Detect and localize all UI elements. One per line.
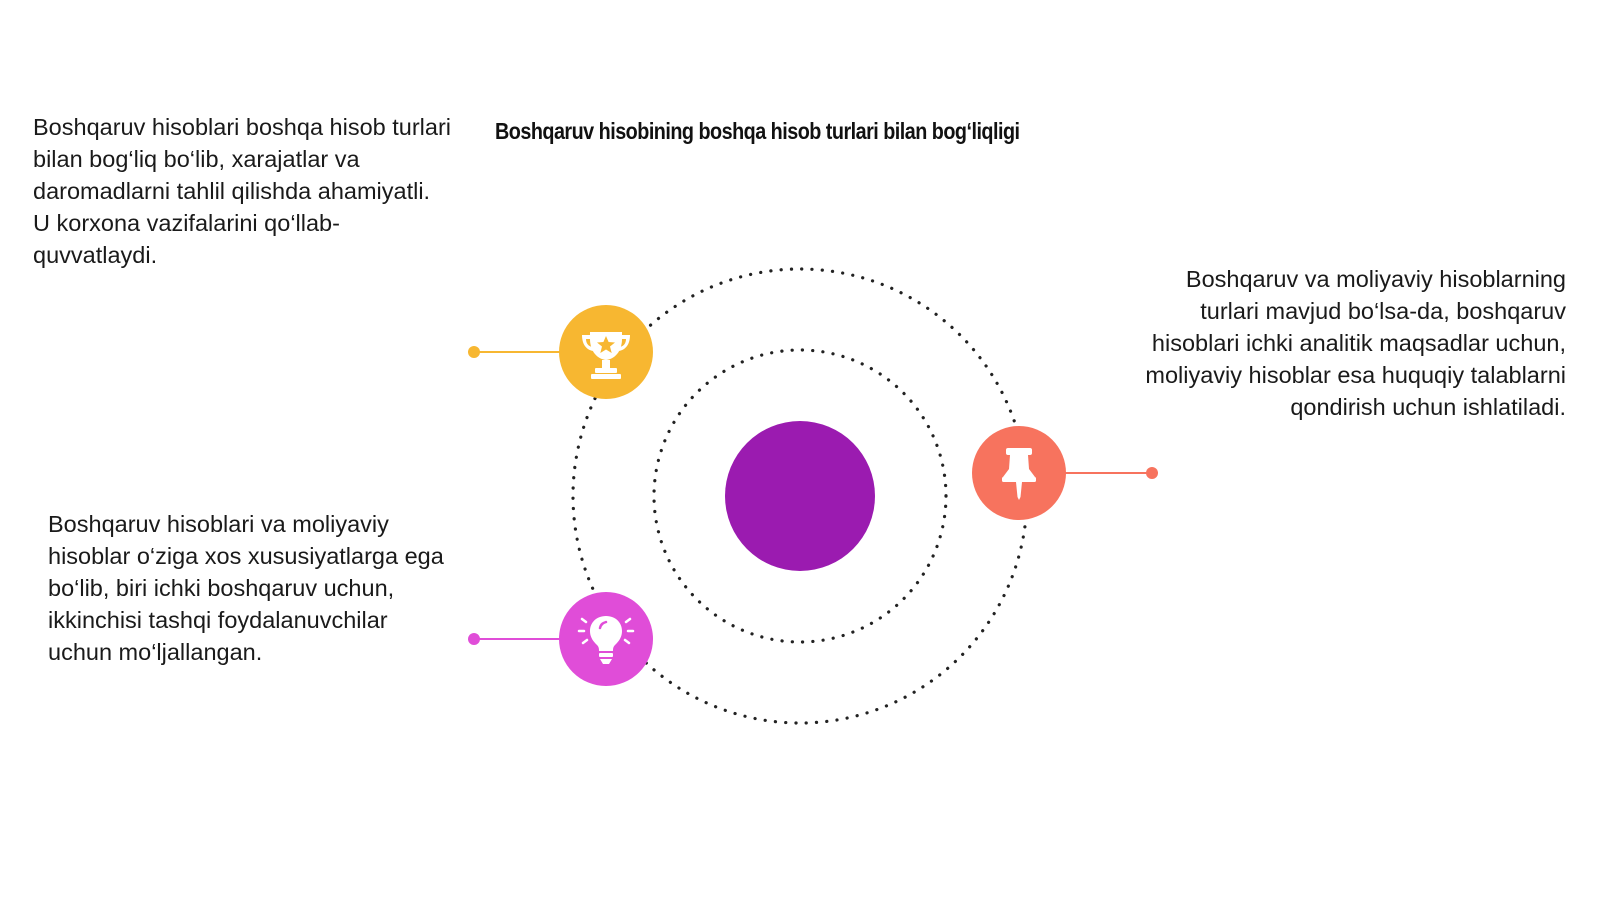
trophy-icon <box>582 332 630 379</box>
trophy-node <box>559 305 653 399</box>
description-right: Boshqaruv va moliyaviy hisoblarning turl… <box>1145 266 1566 420</box>
pushpin-node <box>972 426 1066 520</box>
pushpin-icon <box>1002 448 1036 500</box>
description-bottom-left: Boshqaruv hisoblari va moliyaviy hisobla… <box>48 511 444 665</box>
lightbulb-node <box>559 592 653 686</box>
description-top-left: Boshqaruv hisoblari boshqa hisob turlari… <box>33 114 452 268</box>
slide-title: Boshqaruv hisobining boshqa hisob turlar… <box>495 118 1020 144</box>
lightbulb-icon <box>577 616 635 664</box>
inner-orbit <box>652 348 948 644</box>
connector-dot-lightbulb <box>468 633 480 645</box>
connector-dot-pushpin <box>1146 467 1158 479</box>
center-circle <box>725 421 875 571</box>
connector-dot-trophy <box>468 346 480 358</box>
